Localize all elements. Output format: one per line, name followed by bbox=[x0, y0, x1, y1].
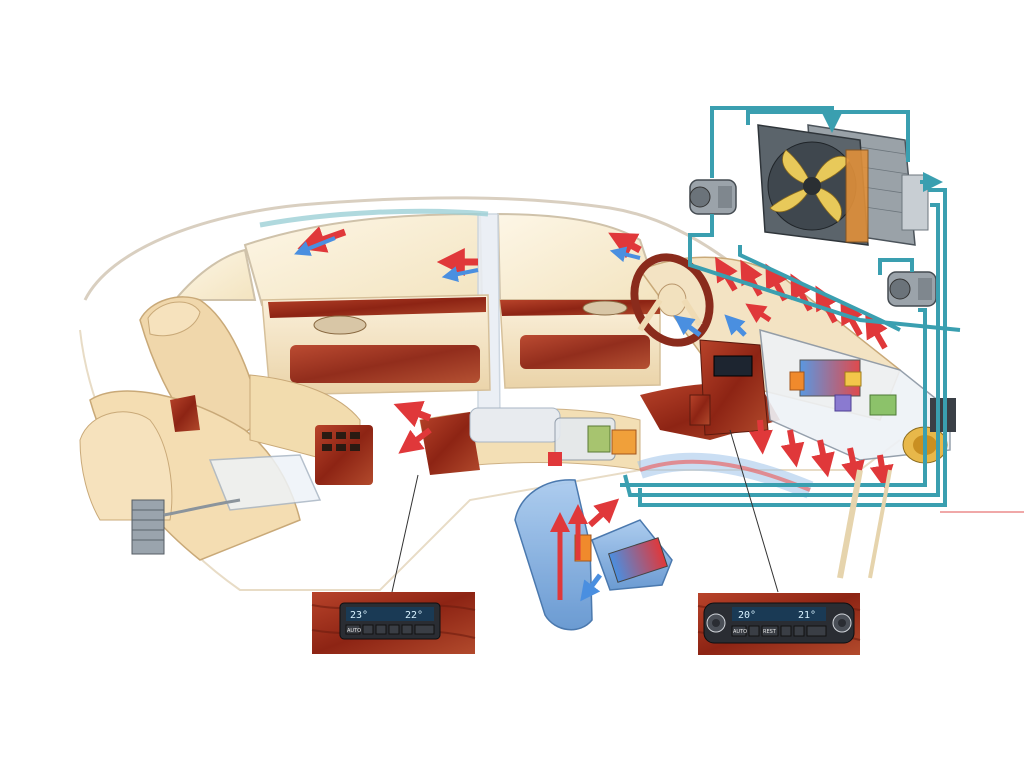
compressor-upper bbox=[689, 179, 737, 215]
rear-headrest bbox=[147, 301, 201, 337]
front-button-2[interactable] bbox=[748, 625, 760, 637]
rear-quarter-window bbox=[172, 248, 257, 301]
rear-evaporator bbox=[131, 498, 241, 555]
center-display bbox=[713, 355, 753, 377]
rear-seat-wood-side bbox=[170, 395, 200, 432]
rear-panel-lcd bbox=[346, 607, 434, 621]
fan-blades bbox=[769, 149, 851, 223]
rear-console-vent-wood bbox=[420, 412, 480, 475]
rear-auto-label: AUTO bbox=[347, 628, 361, 634]
line-radiator-top bbox=[746, 110, 910, 162]
front-button-5[interactable] bbox=[793, 625, 805, 637]
rear-temp-left: 23° bbox=[350, 610, 368, 621]
hvac-orange-actuator bbox=[789, 371, 805, 391]
rear-button-5[interactable] bbox=[401, 624, 413, 635]
rear-button-4[interactable] bbox=[388, 624, 400, 635]
rear-door-window bbox=[243, 212, 484, 307]
rear-button-6[interactable] bbox=[414, 624, 435, 635]
rear-climate-unit-housing bbox=[208, 454, 322, 511]
front-console-red-flap bbox=[548, 452, 562, 466]
compressor-lower bbox=[887, 271, 937, 307]
rear-button-3[interactable] bbox=[375, 624, 387, 635]
rear-panel-callout-line bbox=[391, 474, 419, 593]
front-console-hvac bbox=[548, 417, 637, 466]
rear-console-buttons bbox=[322, 432, 360, 451]
radiator-fan-icon bbox=[757, 124, 929, 246]
line-compressor-lower bbox=[878, 258, 914, 275]
front-door-panel bbox=[499, 299, 661, 389]
front-panel-callout-line bbox=[729, 429, 779, 593]
front-panel-lcd bbox=[732, 607, 826, 621]
roof-air-channel bbox=[259, 208, 489, 228]
tunnel-airflow bbox=[637, 452, 814, 499]
rear-temp-right: 22° bbox=[405, 610, 423, 621]
front-subframe bbox=[837, 469, 892, 579]
front-console-orange-unit bbox=[611, 429, 637, 455]
steering-wheel[interactable] bbox=[621, 245, 723, 355]
rear-auto-button[interactable] bbox=[345, 624, 361, 635]
front-rest-button[interactable] bbox=[761, 625, 779, 637]
airflow-arrows bbox=[294, 226, 894, 602]
rear-door-panel bbox=[261, 294, 491, 396]
line-right-vertical-2 bbox=[623, 203, 940, 497]
hvac-yellow-part bbox=[844, 371, 862, 387]
line-right-vertical-3 bbox=[620, 308, 927, 487]
hvac-purple-actuator bbox=[834, 394, 852, 412]
rear-seat-assembly bbox=[79, 296, 373, 561]
gear-selector-wood bbox=[689, 394, 711, 426]
front-temp-right: 21° bbox=[798, 610, 816, 621]
coolant-lines bbox=[620, 106, 961, 507]
front-auto-button[interactable] bbox=[731, 625, 747, 637]
front-door-wood-insert bbox=[520, 335, 650, 369]
rear-side-seat bbox=[79, 411, 173, 521]
front-temp-left: 20° bbox=[738, 610, 756, 621]
front-door-handle[interactable] bbox=[582, 300, 628, 316]
rear-panel-buttons: AUTO bbox=[345, 624, 435, 635]
floor-heater-core bbox=[608, 537, 668, 583]
roof-outline bbox=[83, 196, 731, 301]
front-button-4[interactable] bbox=[780, 625, 792, 637]
center-console-lid bbox=[469, 407, 561, 443]
rear-button-2[interactable] bbox=[362, 624, 374, 635]
rear-door-wood-insert bbox=[290, 345, 480, 383]
front-auto-label: AUTO bbox=[733, 629, 747, 635]
floor-duct bbox=[514, 479, 673, 631]
rear-console-wood bbox=[315, 425, 373, 485]
line-bay-left-loop bbox=[688, 214, 961, 332]
front-climate-panel: 20° 21° AUTO REST bbox=[697, 593, 861, 655]
line-compressor-to-radiator bbox=[710, 106, 842, 178]
rear-climate-panel: 23° 22° AUTO bbox=[311, 592, 476, 654]
front-rest-label: REST bbox=[763, 629, 777, 635]
hvac-green-filter bbox=[869, 394, 897, 416]
rear-door-handle[interactable] bbox=[313, 315, 367, 335]
front-console-green-unit bbox=[587, 425, 611, 453]
front-button-6[interactable] bbox=[806, 625, 827, 637]
radiator-orange-core bbox=[845, 149, 869, 243]
compressor-icon bbox=[689, 179, 937, 307]
rear-door-wood-trim bbox=[268, 297, 486, 318]
front-panel-buttons: AUTO REST bbox=[731, 625, 827, 637]
front-right-knob-cluster bbox=[832, 613, 852, 633]
front-left-knob-cluster bbox=[706, 613, 726, 633]
line-to-hvac-1 bbox=[738, 245, 901, 332]
